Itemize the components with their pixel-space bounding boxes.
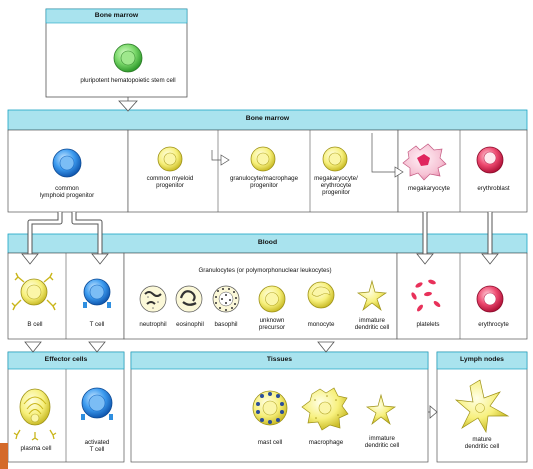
mature-dendritic-cell-icon	[454, 379, 510, 434]
label-megakaryocyte: megakaryocyte	[408, 185, 450, 192]
label-erythroblast: erythroblast	[477, 185, 510, 192]
stem-cell-icon	[113, 43, 143, 73]
label-unknown-2: precursor	[258, 324, 286, 331]
label-common-lymphoid-2: lymphoid progenitor	[39, 192, 95, 199]
label-eosinophil: eosinophil	[176, 321, 204, 328]
immature-dendritic-cell-tissue-icon	[365, 393, 397, 426]
arrow-stem-down	[118, 97, 138, 112]
immature-dendritic-cell-blood-icon	[356, 279, 388, 312]
common-myeloid-progenitor-icon	[157, 146, 183, 172]
unknown-precursor-icon	[258, 285, 286, 313]
label-common-myeloid-1: common myeloid	[146, 175, 194, 182]
header-lymph-nodes: Lymph nodes	[460, 356, 504, 363]
label-mega-ery-1: megakaryocyte/	[314, 175, 358, 182]
label-mature-dc-1: mature	[472, 436, 492, 443]
label-macrophage: macrophage	[308, 439, 344, 446]
basophil-icon	[212, 285, 240, 313]
label-activated-1: activated	[84, 439, 110, 446]
bone-marrow-internal-arrows	[211, 133, 404, 178]
top-bone-marrow-box	[45, 8, 188, 98]
b-cell-icon	[11, 272, 57, 311]
label-tissue-imm-dc-2: dendritic cell	[364, 442, 400, 449]
activated-t-cell-icon	[81, 387, 113, 420]
arrows-to-blood	[21, 212, 499, 265]
label-basophil: basophil	[214, 321, 238, 328]
arrows-to-bottom	[24, 341, 438, 419]
mast-cell-icon	[252, 390, 288, 426]
label-imm-dc-1: immature	[359, 317, 385, 324]
erythroblast-icon	[476, 146, 504, 174]
label-gran-mac-1: granulocyte/macrophage	[229, 175, 299, 182]
megakaryocyte-icon	[402, 143, 447, 181]
monocyte-icon	[307, 281, 335, 309]
label-common-lymphoid-1: common	[55, 185, 79, 192]
erythrocyte-icon	[476, 285, 504, 313]
orange-footer-bar	[0, 443, 8, 469]
megakaryocyte-erythrocyte-progenitor-icon	[322, 146, 348, 172]
label-t-cell: T cell	[89, 321, 105, 328]
header-bone-marrow-top: Bone marrow	[94, 12, 139, 19]
eosinophil-icon	[175, 285, 203, 313]
t-cell-icon	[83, 278, 111, 308]
label-mega-ery-3: progenitor	[322, 189, 350, 196]
label-mega-ery-2: erythrocyte	[320, 182, 352, 189]
label-activated-2: T cell	[89, 446, 105, 453]
label-gran-mac-2: progenitor	[250, 182, 278, 189]
label-monocyte: monocyte	[307, 321, 335, 328]
header-blood: Blood	[257, 239, 278, 246]
label-common-myeloid-2: progenitor	[156, 182, 184, 189]
platelets-icon	[411, 279, 441, 312]
label-unknown-1: unknown	[259, 317, 285, 324]
label-mature-dc-2: dendritic cell	[464, 443, 500, 450]
granulocytes-caption: Granulocytes (or polymorphonuclear leuko…	[198, 267, 332, 274]
header-effector-cells: Effector cells	[44, 356, 88, 363]
header-bone-marrow-main: Bone marrow	[245, 115, 290, 122]
label-tissue-imm-dc-1: immature	[369, 435, 395, 442]
label-stem-cell: pluripotent hematopoietic stem cell	[80, 77, 176, 84]
label-erythrocyte: erythrocyte	[478, 321, 509, 328]
macrophage-icon	[301, 387, 349, 431]
lymph-nodes-panel	[436, 351, 528, 463]
neutrophil-icon	[139, 285, 167, 313]
label-neutrophil: neutrophil	[139, 321, 167, 328]
label-mast-cell: mast cell	[257, 439, 283, 446]
label-plasma-cell: plasma cell	[20, 445, 52, 452]
plasma-cell-icon	[13, 388, 57, 441]
label-platelets: platelets	[416, 321, 440, 328]
granulocyte-macrophage-progenitor-icon	[250, 146, 276, 172]
common-lymphoid-progenitor-icon	[52, 148, 82, 178]
label-b-cell: B cell	[27, 321, 43, 328]
label-imm-dc-2: dendritic cell	[354, 324, 390, 331]
header-tissues: Tissues	[266, 356, 293, 363]
